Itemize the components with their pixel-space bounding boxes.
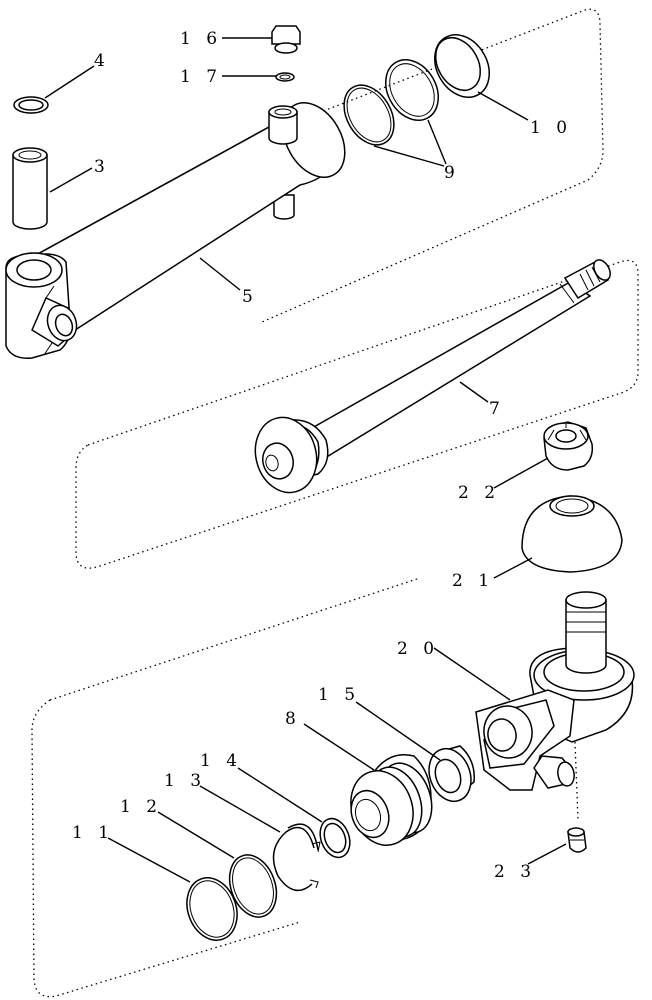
part-15-seal[interactable]: [422, 743, 478, 807]
part-22-castle-nut[interactable]: [543, 421, 594, 471]
callout-8: 8: [285, 709, 301, 729]
callout-16: 1 6: [180, 29, 222, 49]
part-20-tie-rod-end[interactable]: [475, 591, 635, 791]
leader-line-15: [355, 701, 441, 761]
group-outline-pin-axis: [574, 741, 579, 821]
leader-line-7: [459, 381, 489, 403]
callout-13: 1 3: [164, 771, 206, 791]
part-21-boot[interactable]: [521, 495, 623, 573]
leader-line-4: [44, 65, 95, 99]
leader-line-22: [493, 457, 549, 489]
callout-21: 2 1: [452, 571, 494, 591]
leader-line-23: [527, 843, 567, 865]
leader-line-10: [477, 91, 529, 121]
callout-11: 1 1: [72, 823, 114, 843]
part-3-bushing[interactable]: [12, 147, 48, 230]
part-17-washer[interactable]: [275, 72, 295, 82]
leader-line-8: [303, 723, 375, 771]
callout-3: 3: [94, 157, 110, 177]
part-7-piston-rod[interactable]: [247, 257, 613, 499]
group-outline-rod: [75, 259, 639, 569]
part-12-backup-ring[interactable]: [221, 848, 284, 923]
leader-line-5: [199, 257, 241, 291]
callout-17: 1 7: [180, 67, 222, 87]
part-4-oring[interactable]: [13, 96, 49, 114]
callout-5: 5: [242, 287, 258, 307]
callout-14: 1 4: [200, 751, 242, 771]
callout-10: 1 0: [530, 118, 572, 138]
leader-line-11: [107, 837, 191, 883]
leader-line-21: [493, 557, 533, 579]
part-13-snap-ring[interactable]: [272, 823, 321, 892]
part-9-seal-a[interactable]: [334, 76, 404, 153]
leader-line-13: [199, 785, 281, 833]
callout-9: 9: [444, 163, 460, 183]
part-5-barrel[interactable]: [5, 92, 357, 359]
callout-22: 2 2: [458, 483, 500, 503]
callout-15: 1 5: [318, 685, 360, 705]
part-11-oring[interactable]: [179, 871, 246, 948]
part-23-grease-fitting[interactable]: [567, 827, 587, 853]
callout-7: 7: [489, 399, 505, 419]
callout-23: 2 3: [494, 862, 536, 882]
leader-line-9b: [427, 119, 447, 165]
callout-20: 2 0: [397, 639, 439, 659]
leader-line-3: [49, 167, 93, 193]
leader-line-9a: [373, 145, 445, 167]
group-outline-end: [31, 577, 421, 998]
leader-line-14: [237, 767, 323, 823]
part-14-seal[interactable]: [315, 814, 355, 861]
callout-12: 1 2: [120, 797, 162, 817]
callout-4: 4: [94, 51, 110, 71]
part-9-seal-b[interactable]: [375, 50, 449, 129]
leader-line-20: [433, 647, 511, 701]
part-8-gland[interactable]: [341, 754, 441, 854]
part-10-wear-ring[interactable]: [424, 25, 500, 107]
leader-line-12: [157, 811, 235, 859]
part-16-plug[interactable]: [271, 25, 301, 54]
